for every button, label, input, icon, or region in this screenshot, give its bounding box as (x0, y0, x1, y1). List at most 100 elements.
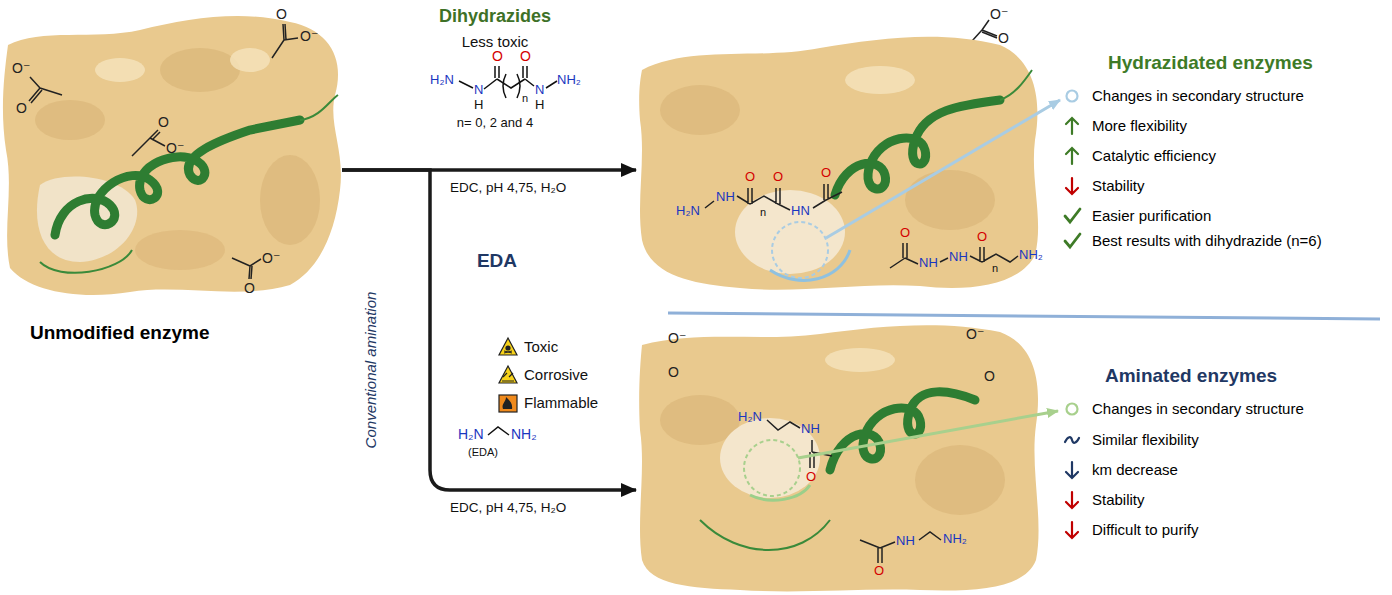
eda-structure (488, 427, 509, 435)
atom-label: NH (801, 422, 820, 437)
aminated-enzyme-surface (700, 520, 830, 550)
atom-label: O (276, 6, 287, 22)
atom-label: n (760, 206, 766, 219)
branch-label: Conventional amination (362, 292, 379, 449)
list-symbol (1066, 492, 1078, 508)
enzyme-label: Unmodified enzyme (30, 322, 209, 344)
hazard-icon (499, 338, 517, 412)
hydrazidated-enzyme-surface (835, 100, 1000, 195)
list-symbol (1066, 148, 1078, 164)
hydrazidated-enzyme-surface (772, 222, 828, 278)
list-symbol (1065, 437, 1079, 443)
hazard-icon (499, 395, 517, 412)
amine-chain (767, 420, 941, 563)
atom-label: NH (919, 256, 938, 271)
unmodified-enzyme-surface (40, 250, 132, 273)
dihydrazide-structure (459, 66, 557, 98)
unmodified-enzyme-surface (260, 155, 320, 245)
property-item: Stability (1092, 177, 1145, 194)
unmodified-enzyme-surface (300, 95, 338, 120)
atom-label: NH (716, 190, 735, 205)
aminated-enzyme-surface (639, 325, 1038, 591)
hydrazidated-enzyme-surface (639, 37, 1038, 290)
unmodified-enzyme-surface (230, 48, 270, 72)
leader-arrow (826, 100, 1060, 238)
atom-label: N (535, 83, 544, 98)
hydrazidated-enzyme-surface (660, 85, 740, 135)
dihydrazide-structure (503, 74, 520, 98)
atom-label: H₂N (738, 410, 762, 425)
hazard-icon (499, 366, 517, 383)
unmodified-enzyme-surface (160, 48, 240, 92)
separator-line (668, 313, 1380, 319)
hydrazidated-enzyme-surface (1000, 70, 1032, 100)
atom-label: NH₂ (1019, 248, 1043, 263)
atom-label: O (244, 280, 255, 296)
list-symbol (1066, 118, 1078, 134)
atom-label: O (984, 368, 995, 384)
list-symbol (1065, 209, 1080, 222)
hazard-icon (499, 338, 517, 355)
atom-label: O (745, 170, 755, 185)
property-item: km decrease (1092, 461, 1178, 478)
aminated-enzyme-surface (915, 445, 1005, 515)
property-item: Stability (1092, 491, 1145, 508)
aminated-enzyme-surface (639, 325, 1038, 591)
list-symbol (1066, 462, 1078, 478)
hazard-icon (505, 345, 510, 350)
atom-label: O (773, 170, 783, 185)
hydrazidated-enzyme-surface (905, 170, 995, 230)
list-symbol (1066, 522, 1078, 538)
atom-label: O (492, 48, 503, 64)
atom-label: O (900, 226, 910, 241)
carboxylate-group (29, 77, 62, 103)
property-item: Best results with dihydrazide (n=6) (1092, 232, 1322, 249)
atom-label: O (16, 100, 27, 116)
panel-title: Hydrazidated enzymes (1108, 52, 1313, 74)
atom-label: O⁻ (966, 326, 984, 342)
eda-structure (488, 427, 509, 435)
atom-label: NH (896, 534, 915, 549)
unmodified-enzyme-surface (3, 16, 341, 295)
unmodified-enzyme-surface (37, 177, 137, 262)
atom-label: H₂N (676, 204, 700, 219)
list-symbol (1065, 234, 1080, 247)
reagent-note: n= 0, 2 and 4 (457, 116, 533, 131)
atom-label: O (668, 364, 679, 380)
atom-label: n (992, 262, 998, 275)
atom-label: NH₂ (511, 426, 537, 442)
hazard-label: Corrosive (524, 366, 588, 383)
hazard-icon (503, 397, 513, 409)
list-symbol (1067, 404, 1078, 415)
list-symbol (1067, 91, 1078, 102)
separator-line (668, 313, 1380, 319)
carboxylate-group (272, 24, 298, 58)
unmodified-enzyme-surface (35, 100, 105, 140)
hydrazide-chain (705, 184, 1018, 268)
hydrazidated-enzyme-surface (845, 66, 915, 94)
atom-label: O⁻ (166, 140, 184, 156)
hydrazide-chain (890, 243, 1018, 268)
atom-label: N (474, 83, 483, 98)
property-item: Changes in secondary structure (1092, 400, 1304, 417)
subscript-label: n (522, 92, 528, 105)
atom-label: O (158, 114, 169, 130)
property-item: Similar flexibility (1092, 431, 1199, 448)
aminated-enzyme-surface (750, 485, 810, 500)
aminated-enzyme-surface (825, 348, 895, 372)
atom-label: H₂N (458, 426, 484, 442)
hazard-icon (504, 351, 512, 353)
reagent-note: Less toxic (462, 33, 529, 50)
atom-label: O⁻ (990, 6, 1008, 22)
atom-label: HN (791, 204, 810, 219)
carboxylate-group (132, 130, 165, 156)
list-symbol (1066, 178, 1078, 194)
reaction-conditions: EDC, pH 4,75, H₂O (448, 500, 568, 516)
hazard-icon (502, 373, 514, 381)
reagent-title: EDA (477, 250, 517, 272)
enzyme-panel: Unmodified enzyme (5, 25, 342, 355)
atom-label: O (874, 564, 884, 579)
aminated-enzyme-surface (744, 440, 800, 496)
reagent-title: Dihydrazides (439, 6, 551, 27)
atom-label: O⁻ (300, 28, 318, 44)
